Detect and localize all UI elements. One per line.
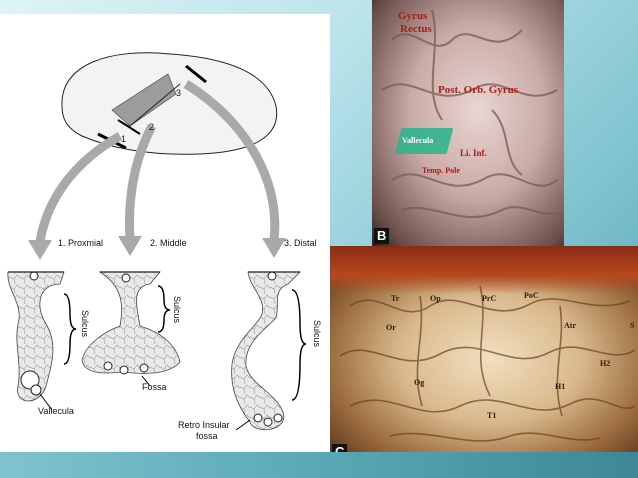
arrow-middle — [125, 123, 156, 239]
photo-b-folds — [381, 9, 563, 219]
sulcus-label-proximal: Sulcus — [80, 310, 90, 338]
sulcus-label-middle: Sulcus — [172, 296, 182, 324]
cut-line-3 — [185, 64, 207, 84]
label-s: S — [630, 321, 635, 330]
fossa-label: Fossa — [142, 382, 167, 392]
label-t1: T1 — [487, 411, 497, 420]
label-op: Op — [430, 294, 441, 303]
distal-sulcus-shape — [231, 271, 301, 430]
label-prc: PrC — [482, 294, 497, 303]
bottom-bar — [0, 452, 638, 478]
label-poc: PoC — [524, 291, 539, 300]
marker-3: 3 — [176, 88, 182, 98]
label-rectus: Rectus — [400, 23, 432, 35]
retro-insular-label-line1: Retro Insular — [178, 420, 230, 430]
section-title-distal: 3. Distal — [284, 238, 317, 248]
diagram-svg — [7, 52, 307, 431]
photo-c-folds — [339, 285, 636, 442]
marker-2: 2 — [149, 122, 155, 132]
label-or: Or — [386, 323, 396, 332]
brain-photo-c — [330, 246, 638, 462]
label-atr: Atr — [564, 321, 576, 330]
label-vallecula: Vallecula — [402, 136, 434, 145]
retro-insular-label-line2: fossa — [196, 431, 218, 441]
sulcus-label-distal: Sulcus — [312, 320, 322, 348]
label-li-inf: Li. Inf. — [460, 148, 487, 158]
proximal-sulcus-shape — [7, 271, 65, 402]
label-h2: H2 — [600, 359, 611, 368]
label-temp-pole: Temp. Pole — [422, 166, 460, 175]
section-title-middle: 2. Middle — [150, 238, 187, 248]
vallecula-label: Vallecula — [38, 406, 74, 416]
cut-line-2 — [117, 119, 141, 135]
sulcus-diagram-panel: 1 2 3 1. Proxmial 2. Middle 3. Distal Su… — [0, 14, 330, 452]
label-post-orb-gyrus: Post. Orb. Gyrus — [438, 84, 519, 96]
label-tr: Tr — [391, 294, 400, 303]
section-title-proximal: 1. Proxmial — [58, 238, 104, 248]
brain-photo-b — [372, 0, 564, 246]
brain-outline — [61, 52, 278, 155]
middle-sulcus-shape — [81, 271, 181, 374]
label-h1: H1 — [555, 382, 566, 391]
arrow-distal — [183, 80, 280, 241]
marker-1: 1 — [121, 134, 127, 144]
insula-wedge — [111, 73, 177, 127]
label-og: Og — [414, 378, 425, 387]
label-gyrus: Gyrus — [398, 10, 428, 22]
panel-letter-b: B — [374, 228, 390, 244]
photo-c-cortex-top — [330, 246, 638, 294]
arrow-proximal — [35, 132, 123, 243]
